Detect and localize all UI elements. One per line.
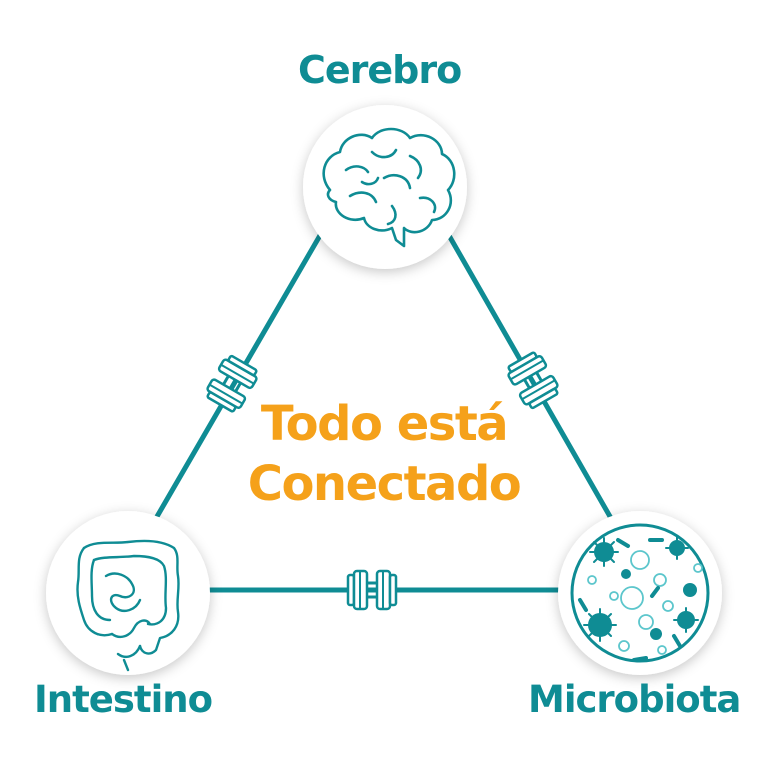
intestine-icon (76, 539, 180, 672)
brain-icon (322, 127, 456, 248)
center-title-line-2: Conectado (247, 456, 522, 512)
intestine-node (46, 511, 210, 675)
brain-node (303, 105, 467, 269)
brain-label: Cerebro (298, 48, 462, 92)
microbiota-label: Microbiota (528, 678, 741, 721)
center-title-line-1: Todo está (260, 396, 509, 452)
microbiota-node (558, 511, 722, 675)
microbiota-icon (578, 536, 703, 662)
intestine-label: Intestino (34, 678, 213, 721)
